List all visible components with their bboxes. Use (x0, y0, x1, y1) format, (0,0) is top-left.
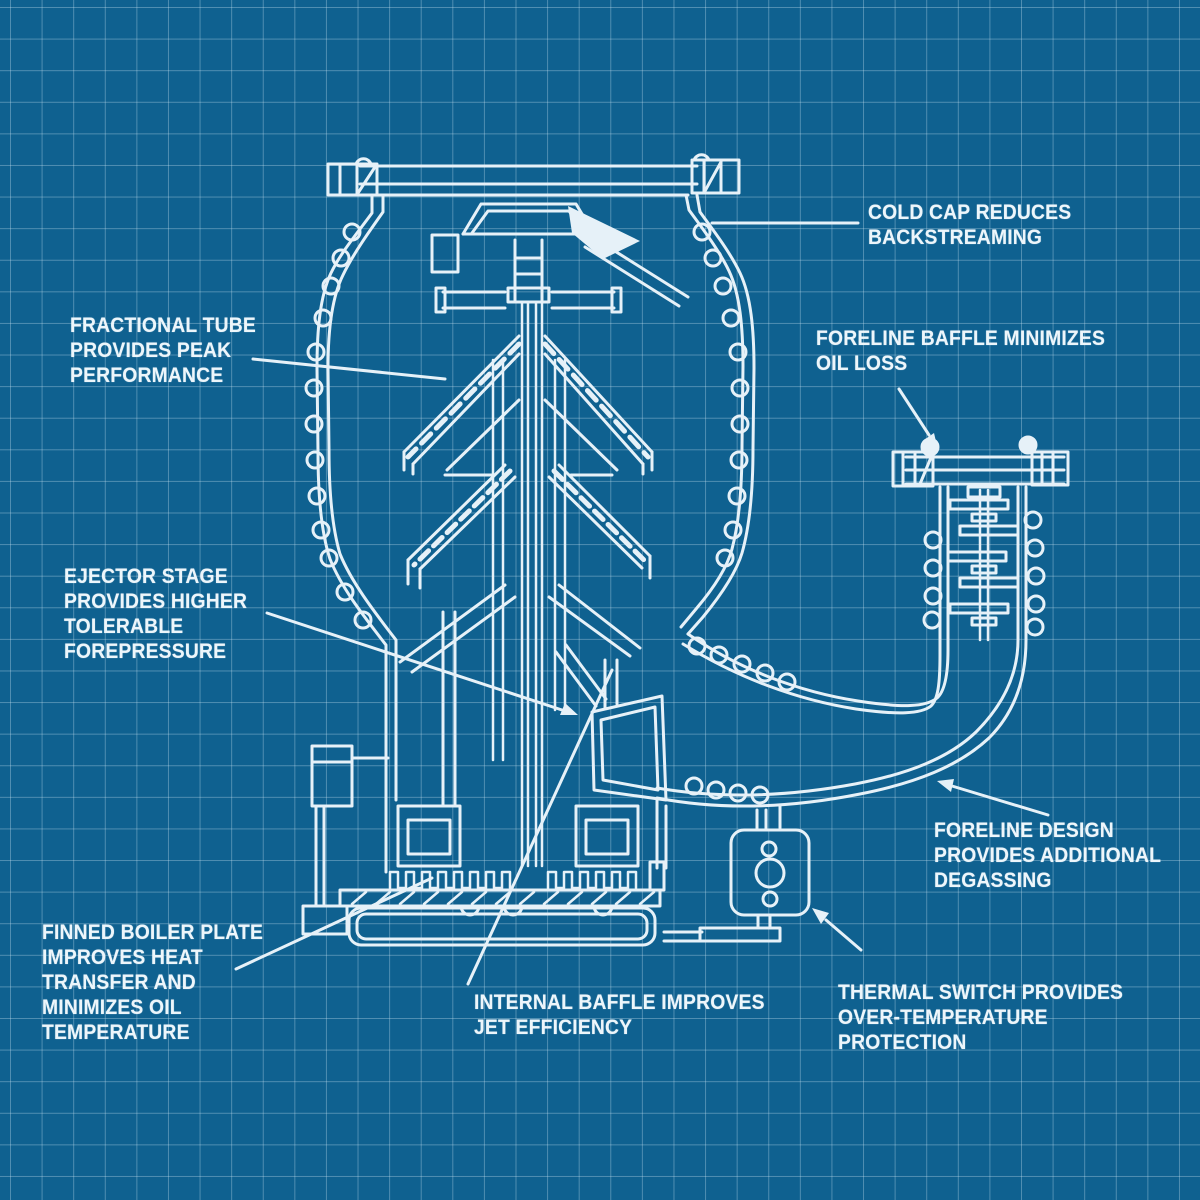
inlet-flange (326, 153, 741, 197)
ejector-stage-arrow (265, 611, 564, 712)
thermal-switch-arrow (824, 918, 863, 952)
fractional-tube-leader (251, 357, 447, 381)
central-column (520, 300, 544, 868)
ejector-nozzle (554, 643, 668, 802)
jet-stage-1 (402, 334, 654, 477)
arrowhead (560, 703, 578, 715)
foreline-horn (655, 485, 1028, 808)
label-foreline-design: FORELINE DESIGN PROVIDES ADDITIONAL DEGA… (934, 819, 1162, 892)
foreline-coils (922, 510, 1046, 637)
fractionating-tubes (491, 358, 567, 762)
jet-stage-3 (398, 583, 642, 674)
label-internal-baffle: INTERNAL BAFFLE IMPROVES JET EFFICIENCY (474, 991, 765, 1039)
support-posts (441, 610, 619, 808)
flange-bolt-left (354, 157, 373, 166)
leader-lines (234, 221, 1050, 986)
label-foreline-baffle: FORELINE BAFFLE MINIMIZES OIL LOSS (816, 327, 1106, 375)
internal-baffle-leader (466, 668, 614, 986)
label-fractional-tube: FRACTIONAL TUBE PROVIDES PEAK PERFORMANC… (70, 314, 256, 387)
flange-bolt-head (1018, 435, 1038, 455)
foreline-flange (891, 435, 1070, 488)
plate-hatching (350, 890, 656, 906)
boiler-fins-left (388, 870, 512, 890)
label-ejector-stage: EJECTOR STAGE PROVIDES HIGHER TOLERABLE … (64, 565, 248, 663)
foreline-baffle-arrow (897, 387, 931, 437)
label-thermal-switch: THERMAL SWITCH PROVIDES OVER-TEMPERATURE… (838, 981, 1124, 1054)
left-bracket (301, 744, 390, 936)
arrowhead (937, 779, 954, 792)
cold-cap-wedge (568, 206, 640, 259)
flange-bolt-right (692, 153, 711, 162)
finned-boiler-leader (234, 876, 434, 971)
foreline-design-arrow (950, 784, 1050, 817)
foreline-baffle-plates (946, 485, 1020, 642)
boiler-fins-right (546, 870, 638, 890)
cooling-coils-right (684, 222, 797, 805)
label-finned-boiler: FINNED BOILER PLATE IMPROVES HEAT TRANSF… (42, 921, 264, 1044)
label-cold-cap: COLD CAP REDUCES BACKSTREAMING (868, 201, 1072, 249)
cooling-coils-left (304, 222, 373, 630)
cold-cap (430, 202, 690, 314)
jet-pedestals (396, 804, 640, 868)
thermal-switch-box (698, 804, 811, 943)
arrowhead (812, 908, 829, 924)
arrowhead (924, 433, 938, 450)
